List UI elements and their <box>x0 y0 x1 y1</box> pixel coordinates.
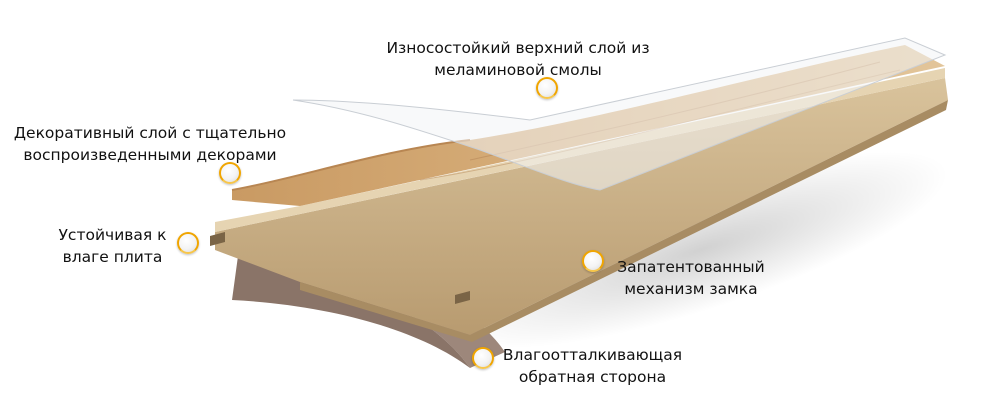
label-line: меламиновой смолы <box>434 61 602 79</box>
hotspot-marker-icon[interactable] <box>177 232 199 254</box>
label-line: Влагоотталкивающая <box>502 346 683 364</box>
label-decor-layer: Декоративный слой с тщательно воспроизве… <box>2 122 298 166</box>
label-wear-layer: Износостойкий верхний слой из меламиново… <box>370 37 666 81</box>
core-board-side <box>215 78 948 335</box>
label-core-board: Устойчивая к влаге плита <box>45 224 180 268</box>
label-line: воспроизведенными декорами <box>23 146 277 164</box>
hotspot-marker-icon[interactable] <box>536 77 558 99</box>
wear-layer-film <box>292 37 947 191</box>
hotspot-marker-icon[interactable] <box>582 250 604 272</box>
label-lock: Запатентованный механизм замка <box>608 256 774 300</box>
hotspot-marker-icon[interactable] <box>219 162 241 184</box>
floor-shadow <box>452 151 948 349</box>
label-line: Устойчивая к <box>58 226 167 244</box>
tongue-groove <box>210 232 225 246</box>
label-backing: Влагоотталкивающая обратная сторона <box>495 344 690 388</box>
label-line: Запатентованный <box>617 258 765 276</box>
label-line: влаге плита <box>62 248 163 266</box>
label-line: Износостойкий верхний слой из <box>386 39 650 57</box>
label-line: обратная сторона <box>518 368 667 386</box>
label-line: механизм замка <box>624 280 758 298</box>
hotspot-marker-icon[interactable] <box>472 347 494 369</box>
label-line: Декоративный слой с тщательно <box>13 124 287 142</box>
